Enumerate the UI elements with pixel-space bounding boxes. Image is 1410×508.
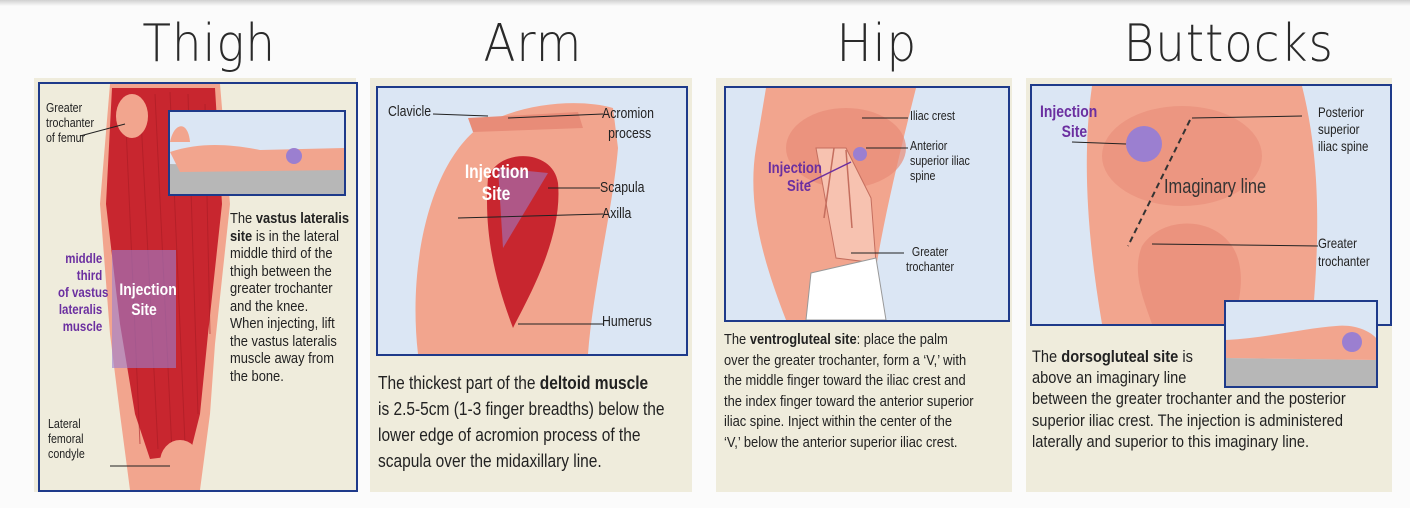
thigh-inset	[168, 110, 346, 196]
label-middle-third: middle third of vastus lateralis muscle	[58, 250, 102, 335]
label-clavicle: Clavicle	[388, 104, 431, 119]
hip-description: The ventrogluteal site: place the palm o…	[724, 330, 1008, 453]
title-hip: Hip	[836, 14, 917, 74]
label-axilla: Axilla	[602, 206, 631, 221]
label-humerus: Humerus	[602, 314, 652, 329]
title-arm: Arm	[483, 14, 582, 74]
hip-figure	[724, 86, 1010, 322]
buttocks-inset	[1224, 300, 1378, 388]
label-scapula: Scapula	[600, 180, 644, 195]
thigh-description: The vastus lateralis site is in the late…	[230, 210, 359, 385]
title-thigh: Thigh	[142, 14, 276, 74]
label-iliac-crest: Iliac crest	[910, 108, 955, 123]
label-imaginary-line: Imaginary line	[1164, 180, 1266, 195]
title-buttocks: Buttocks	[1124, 14, 1334, 74]
buttocks-description-bottom: between the greater trochanter and the p…	[1032, 388, 1376, 453]
top-shadow	[0, 0, 1410, 6]
arm-description: The thickest part of the deltoid muscle …	[378, 370, 688, 474]
buttocks-description-top: The dorsogluteal site is above an imagin…	[1032, 346, 1195, 388]
hip-illustration	[726, 88, 1008, 320]
